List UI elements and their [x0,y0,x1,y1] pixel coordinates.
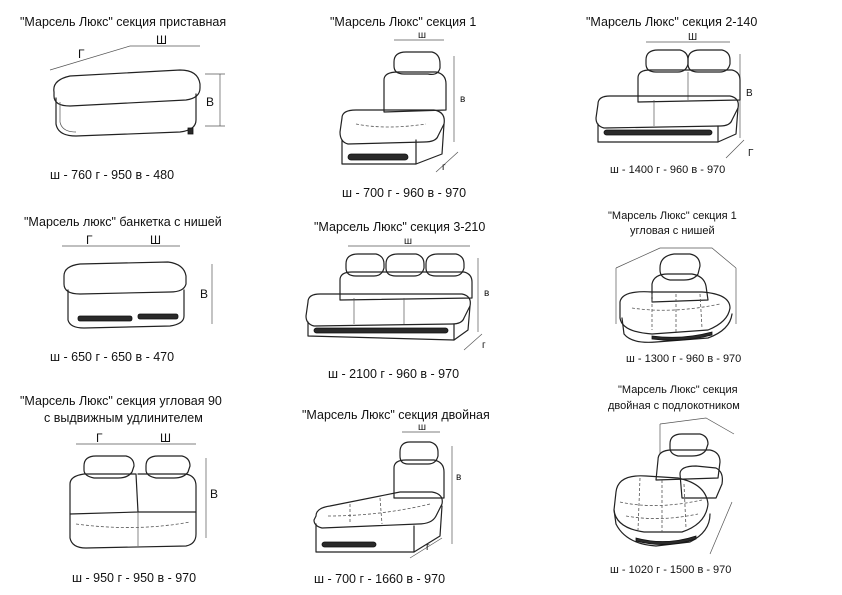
item-1-title: "Марсель Люкс" секция приставная [20,15,227,29]
item-3-depth-label: Г [748,148,754,159]
item-6-title-line1: "Марсель Люкс" секция 1 [608,210,737,222]
item-4-title: "Марсель люкс" банкетка с нишей [24,215,222,229]
item-8-sketch: ш в г [313,422,461,559]
item-8-height-label: в [456,472,461,483]
item-5-sketch: ш в г [305,236,489,351]
item-3-width-label: Ш [688,32,697,43]
item-9-dims: ш - 1020 г - 1500 в - 970 [610,564,732,576]
item-8-width-label: ш [418,422,426,433]
item-4-dims: ш - 650 г - 650 в - 470 [50,350,175,364]
item-1-sketch: Г Ш В [49,33,225,137]
item-9-title-line2: двойная с подлокотником [608,400,740,412]
item-4-height-label: В [200,287,208,301]
item-9-title-line1: "Марсель Люкс" секция [618,384,738,396]
item-7-height-label: В [210,487,218,501]
item-1-depth-label: Г [78,47,85,61]
item-7-depth-label: Г [96,431,103,445]
item-8-dims: ш - 700 г - 1660 в - 970 [314,572,446,586]
item-1-height-label: В [206,95,214,109]
item-6-sketch [615,247,737,343]
item-5-dims: ш - 2100 г - 960 в - 970 [328,367,460,381]
item-2-depth-label: г [442,162,446,173]
item-2-height-label: в [460,94,465,105]
item-6-title-line2: угловая с нишей [630,225,715,237]
item-5-width-label: ш [404,236,412,247]
item-5-depth-label: г [482,340,486,351]
item-3-title: "Марсель Люкс" секция 2-140 [586,15,758,29]
item-3-dims: ш - 1400 г - 960 в - 970 [610,164,726,176]
item-4-width-label: Ш [150,233,161,247]
item-9-sketch [613,417,735,555]
item-4-depth-label: Г [86,233,93,247]
item-1-width-label: Ш [156,33,167,47]
item-2-sketch: ш в г [339,30,465,173]
item-2-width-label: ш [418,30,426,41]
item-2-title: "Марсель Люкс" секция 1 [330,15,477,29]
item-8-depth-label: г [426,542,430,553]
item-4-sketch: Г Ш В [62,233,213,329]
item-7-dims: ш - 950 г - 950 в - 970 [72,571,197,585]
item-3-sketch: Ш В Г [595,32,754,159]
item-6-dims: ш - 1300 г - 960 в - 970 [626,353,742,365]
item-7-title-line1: "Марсель Люкс" секция угловая 90 [20,394,222,408]
item-2-dims: ш - 700 г - 960 в - 970 [342,186,467,200]
item-1-dims: ш - 760 г - 950 в - 480 [50,168,175,182]
item-8-title: "Марсель Люкс" секция двойная [302,408,490,422]
item-7-title-line2: с выдвижным удлинителем [44,411,203,425]
item-5-height-label: в [484,288,489,299]
item-3-height-label: В [746,88,753,99]
item-7-width-label: Ш [160,431,171,445]
item-7-sketch: Г Ш В [69,431,218,549]
item-5-title: "Марсель Люкс" секция 3-210 [314,220,486,234]
